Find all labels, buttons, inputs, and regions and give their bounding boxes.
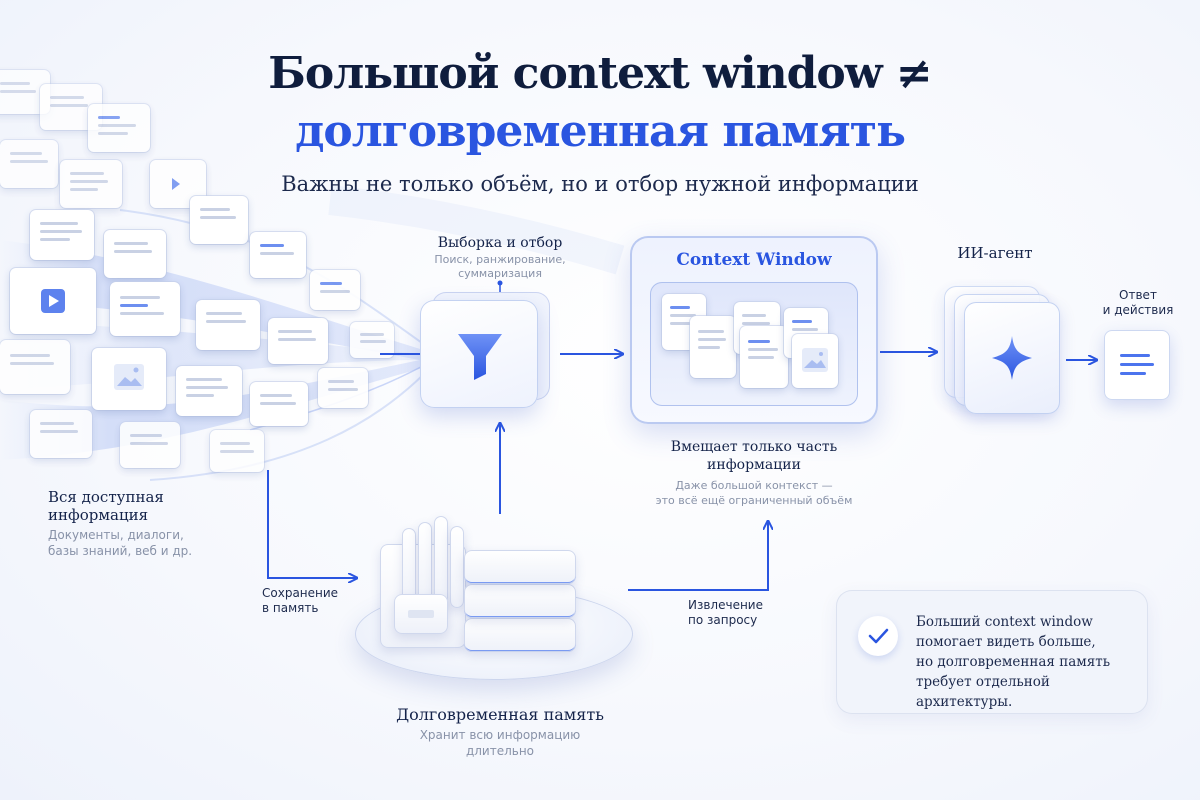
doc-card (210, 430, 264, 472)
selection-desc-1: Поиск, ранжирование, (434, 253, 566, 266)
image-icon (802, 348, 828, 372)
info-line-4: требует отдельной архитектуры. (916, 674, 1050, 710)
check-badge (858, 616, 898, 656)
doc-card (0, 340, 70, 394)
info-line-3: но долговременная память (916, 654, 1111, 670)
doc-card (104, 230, 166, 278)
information-cloud (0, 0, 420, 480)
all-info-desc-1: Документы, диалоги, (48, 528, 184, 542)
memory-archive (380, 510, 610, 660)
doc-card (10, 268, 96, 334)
doc-card (310, 270, 360, 310)
image-icon (114, 364, 144, 390)
agent-title: ИИ-агент (957, 244, 1033, 262)
context-window-title: Context Window (676, 250, 832, 270)
info-line-2: помогает видеть больше, (916, 634, 1096, 650)
doc-card (176, 366, 242, 416)
doc-card (690, 316, 736, 378)
play-icon (41, 289, 65, 313)
selection-node (420, 300, 538, 408)
retrieve-label-1: Извлечение (688, 598, 763, 612)
doc-card (30, 210, 94, 260)
doc-card (110, 282, 180, 336)
all-info-desc-2: базы знаний, веб и др. (48, 544, 193, 558)
all-info-title-1: Вся доступная (48, 488, 164, 506)
memory-title: Долговременная память (396, 705, 604, 724)
doc-card (250, 382, 308, 426)
subtitle: Важны не только объём, но и отбор нужной… (281, 172, 919, 196)
doc-card (196, 300, 260, 350)
context-caption-2: информации (707, 457, 801, 473)
document-lines-icon (1120, 354, 1154, 375)
doc-card (190, 196, 248, 244)
save-label-1: Сохранение (262, 586, 339, 600)
doc-card (350, 322, 394, 358)
doc-card (740, 326, 788, 388)
context-desc-2: это всё ещё ограниченный объём (655, 494, 853, 507)
agent-node (940, 280, 1070, 420)
check-icon (868, 628, 889, 644)
save-label-2: в память (262, 601, 319, 615)
memory-desc-2: длительно (465, 744, 535, 758)
doc-card (268, 318, 328, 364)
funnel-icon (458, 334, 502, 380)
answer-title-1: Ответ (1119, 288, 1157, 302)
answer-title-2: и действия (1102, 303, 1174, 317)
selection-desc-2: суммаризация (458, 267, 542, 280)
context-caption-1: Вмещает только часть (670, 439, 838, 455)
answer-node (1104, 330, 1170, 400)
doc-card (318, 368, 368, 408)
doc-card (88, 104, 150, 152)
info-text: Больший context window помогает видеть б… (916, 612, 1144, 712)
sparkle-icon (992, 336, 1032, 380)
retrieve-label-2: по запросу (688, 613, 758, 627)
doc-card (792, 334, 838, 388)
doc-card (120, 422, 180, 468)
doc-card (60, 160, 122, 208)
all-info-title-2: информация (48, 506, 149, 524)
context-window-content (650, 282, 858, 406)
info-line-1: Больший context window (916, 614, 1093, 630)
doc-card (250, 232, 306, 278)
title-line-1: Большой context window ≠ (268, 48, 933, 99)
context-desc-1: Даже большой контекст — (675, 479, 833, 492)
image-icon (172, 178, 180, 190)
doc-card (0, 140, 58, 188)
title-line-2: долговременная память (295, 106, 906, 157)
selection-title: Выборка и отбор (437, 235, 563, 251)
memory-desc-1: Хранит всю информацию (419, 728, 581, 742)
doc-card (30, 410, 92, 458)
doc-card (92, 348, 166, 410)
